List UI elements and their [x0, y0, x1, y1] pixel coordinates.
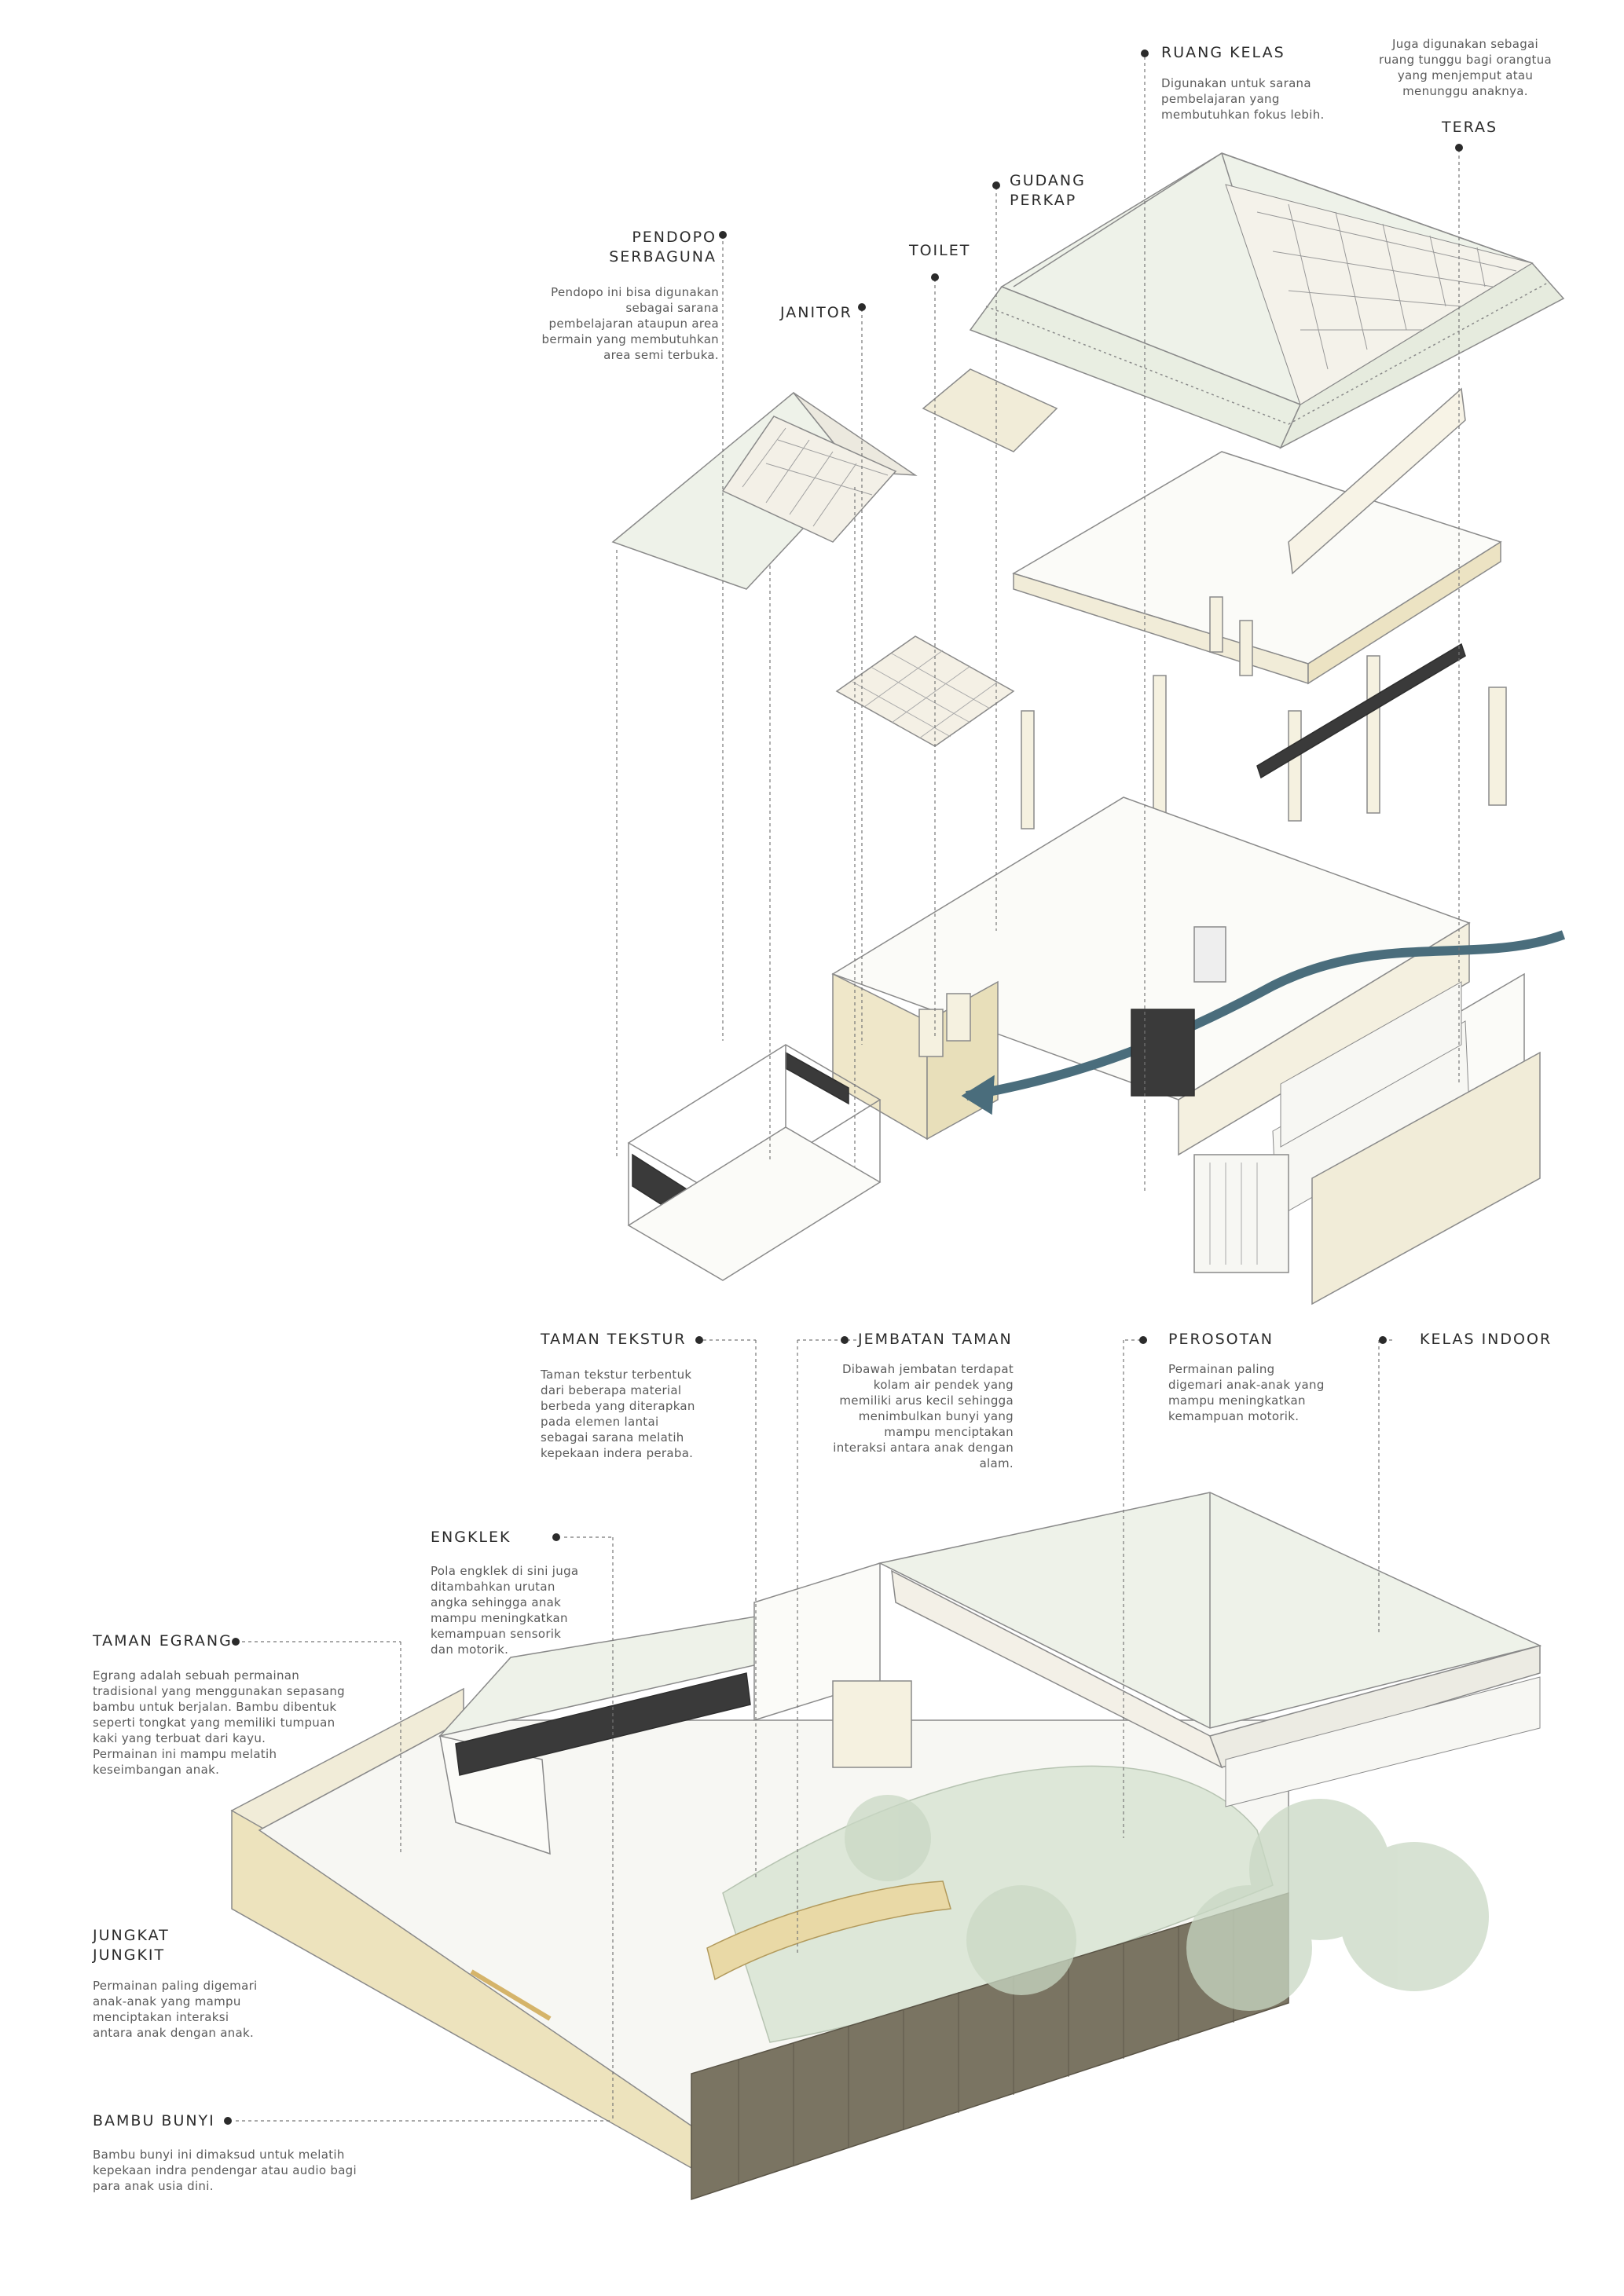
- label-jembatan-taman: JEMBATAN TAMAN: [858, 1331, 1013, 1348]
- site-bottom: [230, 1492, 1542, 2201]
- label-gudang-perkap: GUDANG PERKAP: [1010, 172, 1086, 209]
- pendopo-frame: [627, 1044, 882, 1281]
- label-taman-tekstur: TAMAN TEKSTUR: [541, 1331, 687, 1348]
- facade: [1131, 981, 1462, 1273]
- teras-canopy: [922, 368, 1058, 452]
- desc-engklek: Pola engklek di sini juga ditambahkan ur…: [431, 1564, 579, 1657]
- desc-teras: Juga digunakan sebagai ruang tunggu bagi…: [1379, 37, 1552, 98]
- desc-taman-tekstur: Taman tekstur terbentuk dari beberapa ma…: [541, 1368, 695, 1460]
- label-jungkat-jungkit: JUNGKAT JUNGKIT: [93, 1927, 170, 1964]
- pendopo-roof: [611, 391, 918, 590]
- desc-perosotan: Permainan paling digemari anak-anak yang…: [1168, 1362, 1325, 1423]
- label-janitor: JANITOR: [780, 304, 852, 321]
- classroom-roof: [969, 152, 1565, 449]
- circulation-arrow: [966, 930, 1566, 1100]
- label-perosotan: PEROSOTAN: [1168, 1331, 1274, 1348]
- label-kelas-indoor: KELAS INDOOR: [1420, 1331, 1553, 1348]
- leader-lines: [236, 57, 1460, 2122]
- desc-ruang-kelas: Digunakan untuk sarana pembelajaran yang…: [1161, 76, 1325, 122]
- desc-pendopo: Pendopo ini bisa digunakan sebagai saran…: [541, 285, 719, 362]
- desc-bambu-bunyi: Bambu bunyi ini dimaksud untuk melatih k…: [93, 2148, 357, 2193]
- ring-beam: [1012, 451, 1502, 685]
- columns: [1021, 596, 1507, 829]
- ground-floor: [831, 796, 1541, 1305]
- label-teras: TERAS: [1442, 119, 1498, 136]
- label-bambu-bunyi: BAMBU BUNYI: [93, 2112, 215, 2129]
- desc-jembatan-taman: Dibawah jembatan terdapat kolam air pend…: [833, 1362, 1014, 1470]
- desc-taman-egrang: Egrang adalah sebuah permainan tradision…: [93, 1668, 345, 1777]
- label-ruang-kelas: RUANG KELAS: [1161, 44, 1285, 61]
- toilet-roof: [835, 635, 1015, 747]
- desc-jungkat-jungkit: Permainan paling digemari anak-anak yang…: [93, 1979, 258, 2040]
- label-engklek: ENGKLEK: [431, 1529, 511, 1546]
- label-pendopo: PENDOPO SERBAGUNA: [609, 229, 717, 265]
- label-taman-egrang: TAMAN EGRANG: [93, 1632, 233, 1650]
- label-toilet: TOILET: [909, 242, 971, 259]
- leader-dots: [224, 49, 1463, 2125]
